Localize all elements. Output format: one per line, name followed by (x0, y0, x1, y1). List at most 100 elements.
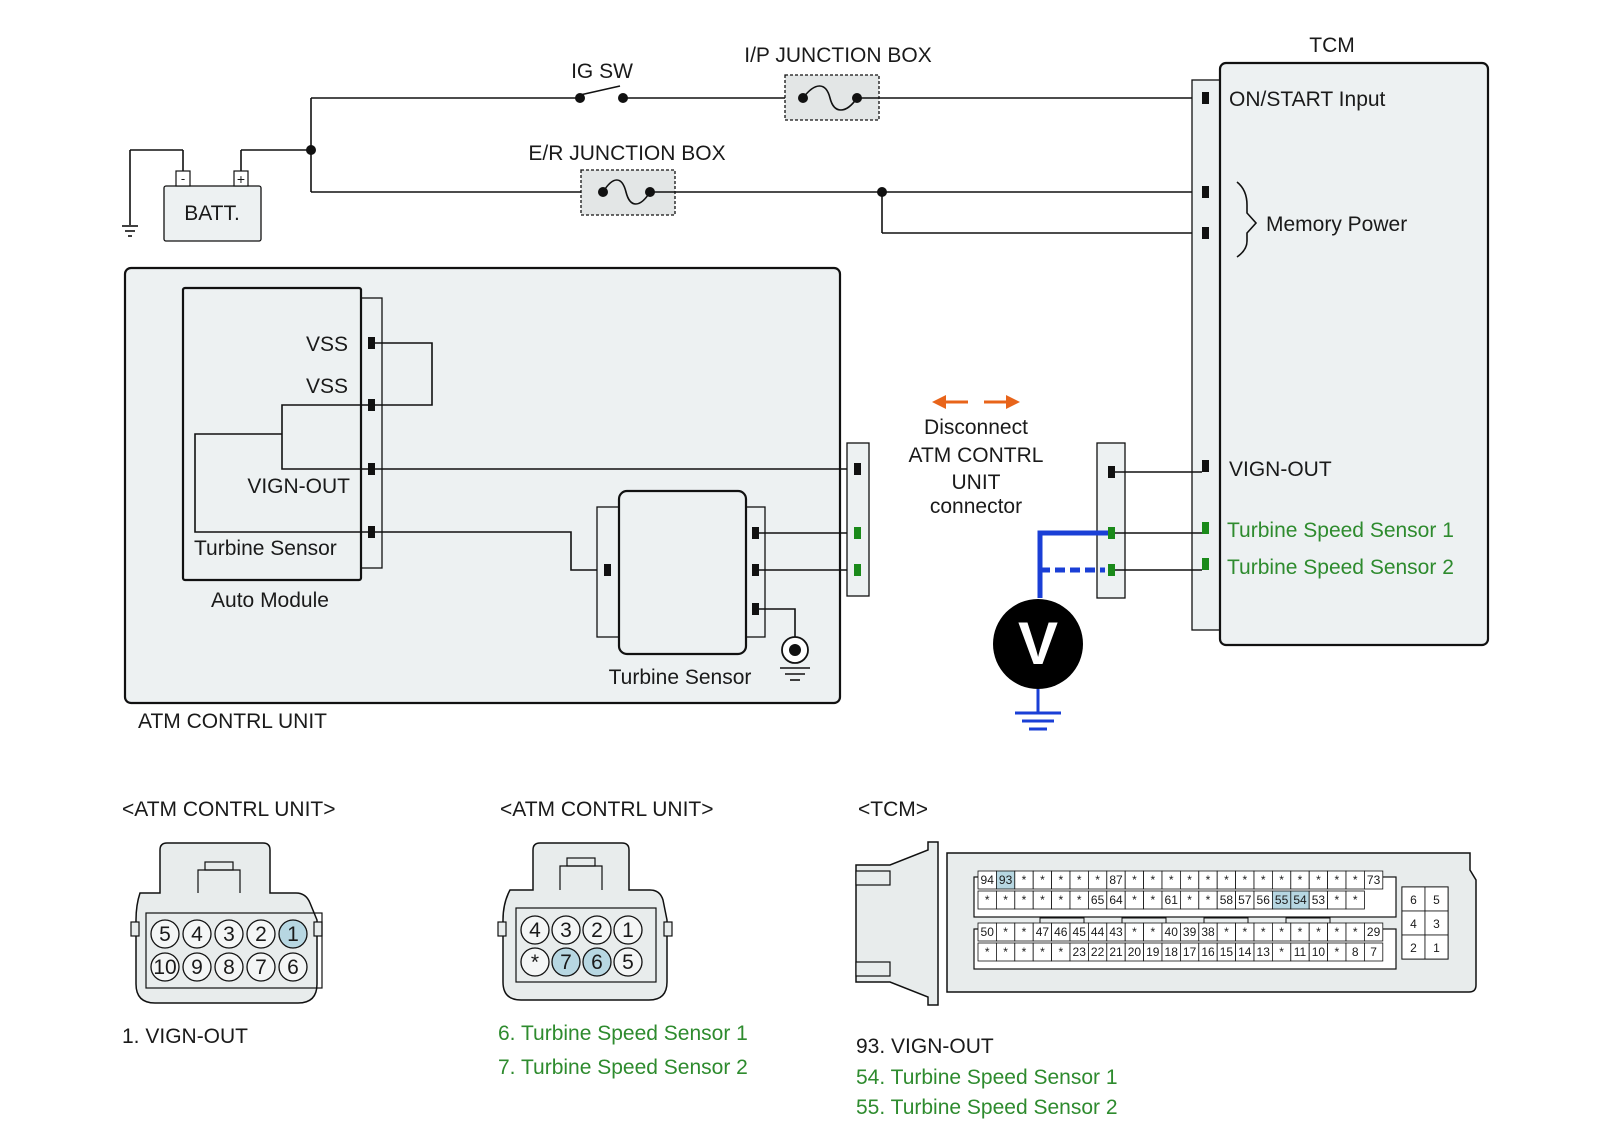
ip-junction-box (784, 74, 880, 121)
cavity-number: 1 (287, 923, 299, 946)
cavity-number: 10 (153, 956, 176, 979)
tcm-pin-number: 23 (1073, 945, 1087, 959)
tcm-pin-number: 73 (1367, 873, 1381, 887)
cavity-number: 6 (591, 951, 603, 974)
ip-junction-box-label: I/P JUNCTION BOX (744, 44, 931, 67)
tcm-pin-number: * (1224, 925, 1229, 939)
tcm-pin-number: 10 (1312, 945, 1326, 959)
tcm-pin-number: 58 (1220, 893, 1234, 907)
voltmeter-symbol: V (1018, 610, 1058, 677)
cavity-number: 6 (287, 956, 299, 979)
cavity-number: 5 (622, 951, 634, 974)
tcm-pin-cell (1345, 890, 1365, 910)
atm-vss2-label: VSS (306, 375, 348, 398)
disconnect-line4: connector (930, 495, 1022, 518)
tcm-pin-number: * (1334, 925, 1339, 939)
tcm-pin-number: * (1242, 925, 1247, 939)
turbine-sensor-label: Turbine Sensor (609, 666, 752, 689)
atm-vss1-label: VSS (306, 333, 348, 356)
tcm-pin-number: * (1058, 893, 1063, 907)
tcm-pin-number: 64 (1109, 893, 1123, 907)
cavity-number: 9 (191, 956, 203, 979)
tcm-pin-number: * (1334, 873, 1339, 887)
tcm-pin-number: * (1150, 893, 1155, 907)
tcm-pin-number: 20 (1128, 945, 1142, 959)
tcm-pin-number: * (1334, 945, 1339, 959)
tcm-pin-number: 47 (1036, 925, 1050, 939)
tcm-pin-number: * (1279, 873, 1284, 887)
tcm-pin-cell (1364, 942, 1384, 962)
tcm-pin-number: * (1040, 893, 1045, 907)
voltmeter-ground-icon (1015, 711, 1061, 731)
tcm-pin-number: * (1022, 925, 1027, 939)
tcm-pin-number: * (985, 945, 990, 959)
tcm-pin-number: * (1022, 945, 1027, 959)
turbine-sensor: Turbine Sensor (596, 489, 766, 689)
tcm-pin-number: * (1132, 925, 1137, 939)
tcm-vign-out-label: VIGN-OUT (1229, 458, 1332, 481)
tcm-side-pin-number: 2 (1410, 941, 1417, 955)
tcm-pin-number: * (1022, 893, 1027, 907)
tcm-pin-number: * (985, 893, 990, 907)
connector-cavity (150, 952, 180, 982)
shield-ground-icon (780, 636, 810, 681)
tcm-pin-number: * (1316, 925, 1321, 939)
tcm-pin-number: 39 (1183, 925, 1197, 939)
tcm-pin-number: * (1095, 873, 1100, 887)
tcm-pin-number: * (1206, 893, 1211, 907)
atm-connector (846, 442, 870, 597)
tcm-pin-number: 22 (1091, 945, 1105, 959)
tcm-tss2-label: Turbine Speed Sensor 2 (1227, 556, 1454, 579)
tcm-pin-number: 40 (1165, 925, 1179, 939)
atm-vign-out-label: VIGN-OUT (247, 475, 350, 498)
cavity-number: 3 (223, 923, 235, 946)
tcm-pin-number: * (1132, 873, 1137, 887)
tcm-pin-number: * (1298, 873, 1303, 887)
tcm-pin-number: * (1242, 873, 1247, 887)
tcm-pin-number: 16 (1201, 945, 1215, 959)
tcm-connector-title: <TCM> (858, 798, 928, 821)
cavity-number: 5 (159, 923, 171, 946)
connector-cavity (520, 915, 550, 945)
cavity-number: 8 (223, 956, 235, 979)
atm1-note: 1. VIGN-OUT (122, 1025, 248, 1048)
tcm-pin-number: 15 (1220, 945, 1234, 959)
connector-cavity (520, 947, 550, 977)
tcm-side-pin-cell (1424, 934, 1449, 960)
tcm-tss1-label: Turbine Speed Sensor 1 (1227, 519, 1454, 542)
tcm-pin-number: * (1040, 873, 1045, 887)
tcm-pin-number: 53 (1312, 893, 1326, 907)
auto-module-label: Auto Module (211, 589, 329, 612)
tcm-pin-number: 55 (1275, 893, 1289, 907)
junction-dot (306, 145, 316, 155)
tcm-pin-number: 29 (1367, 925, 1381, 939)
atm-control-unit: ATM CONTRL UNIT VSS VSS VIGN-OUT Turbine… (123, 266, 870, 733)
tcm-side-pin-number: 3 (1433, 917, 1440, 931)
atm2-note-2: 7. Turbine Speed Sensor 2 (498, 1056, 748, 1079)
connector-cavity (278, 919, 308, 949)
battery: - + BATT. (163, 170, 262, 242)
tcm-pin-number: * (1058, 945, 1063, 959)
connector-cavity (182, 952, 212, 982)
tcm-pin-number: 19 (1146, 945, 1160, 959)
tcm-title: TCM (1309, 34, 1355, 57)
tcm-pin-number: * (1022, 873, 1027, 887)
tcm-pin-number: * (1077, 893, 1082, 907)
tcm-side-pin-number: 4 (1410, 917, 1417, 931)
er-junction-box-label: E/R JUNCTION BOX (528, 142, 725, 165)
disconnect-line3: UNIT (952, 471, 1001, 494)
tcm-pin-number: * (1077, 873, 1082, 887)
cavity-number: 2 (255, 923, 267, 946)
tcm-pin-number: 87 (1109, 873, 1123, 887)
battery-neg-label: - (181, 171, 185, 186)
connector-cavity (613, 915, 643, 945)
cavity-number: 7 (255, 956, 267, 979)
tcm-module: TCM ON/START Input Memory Power VIGN-OUT… (1191, 34, 1490, 647)
tcm-pin-number: 44 (1091, 925, 1105, 939)
tcm-pin-number: 50 (981, 925, 995, 939)
power-circuit: - + BATT. IG SW I/P JUNCTION BOX (122, 44, 1207, 242)
